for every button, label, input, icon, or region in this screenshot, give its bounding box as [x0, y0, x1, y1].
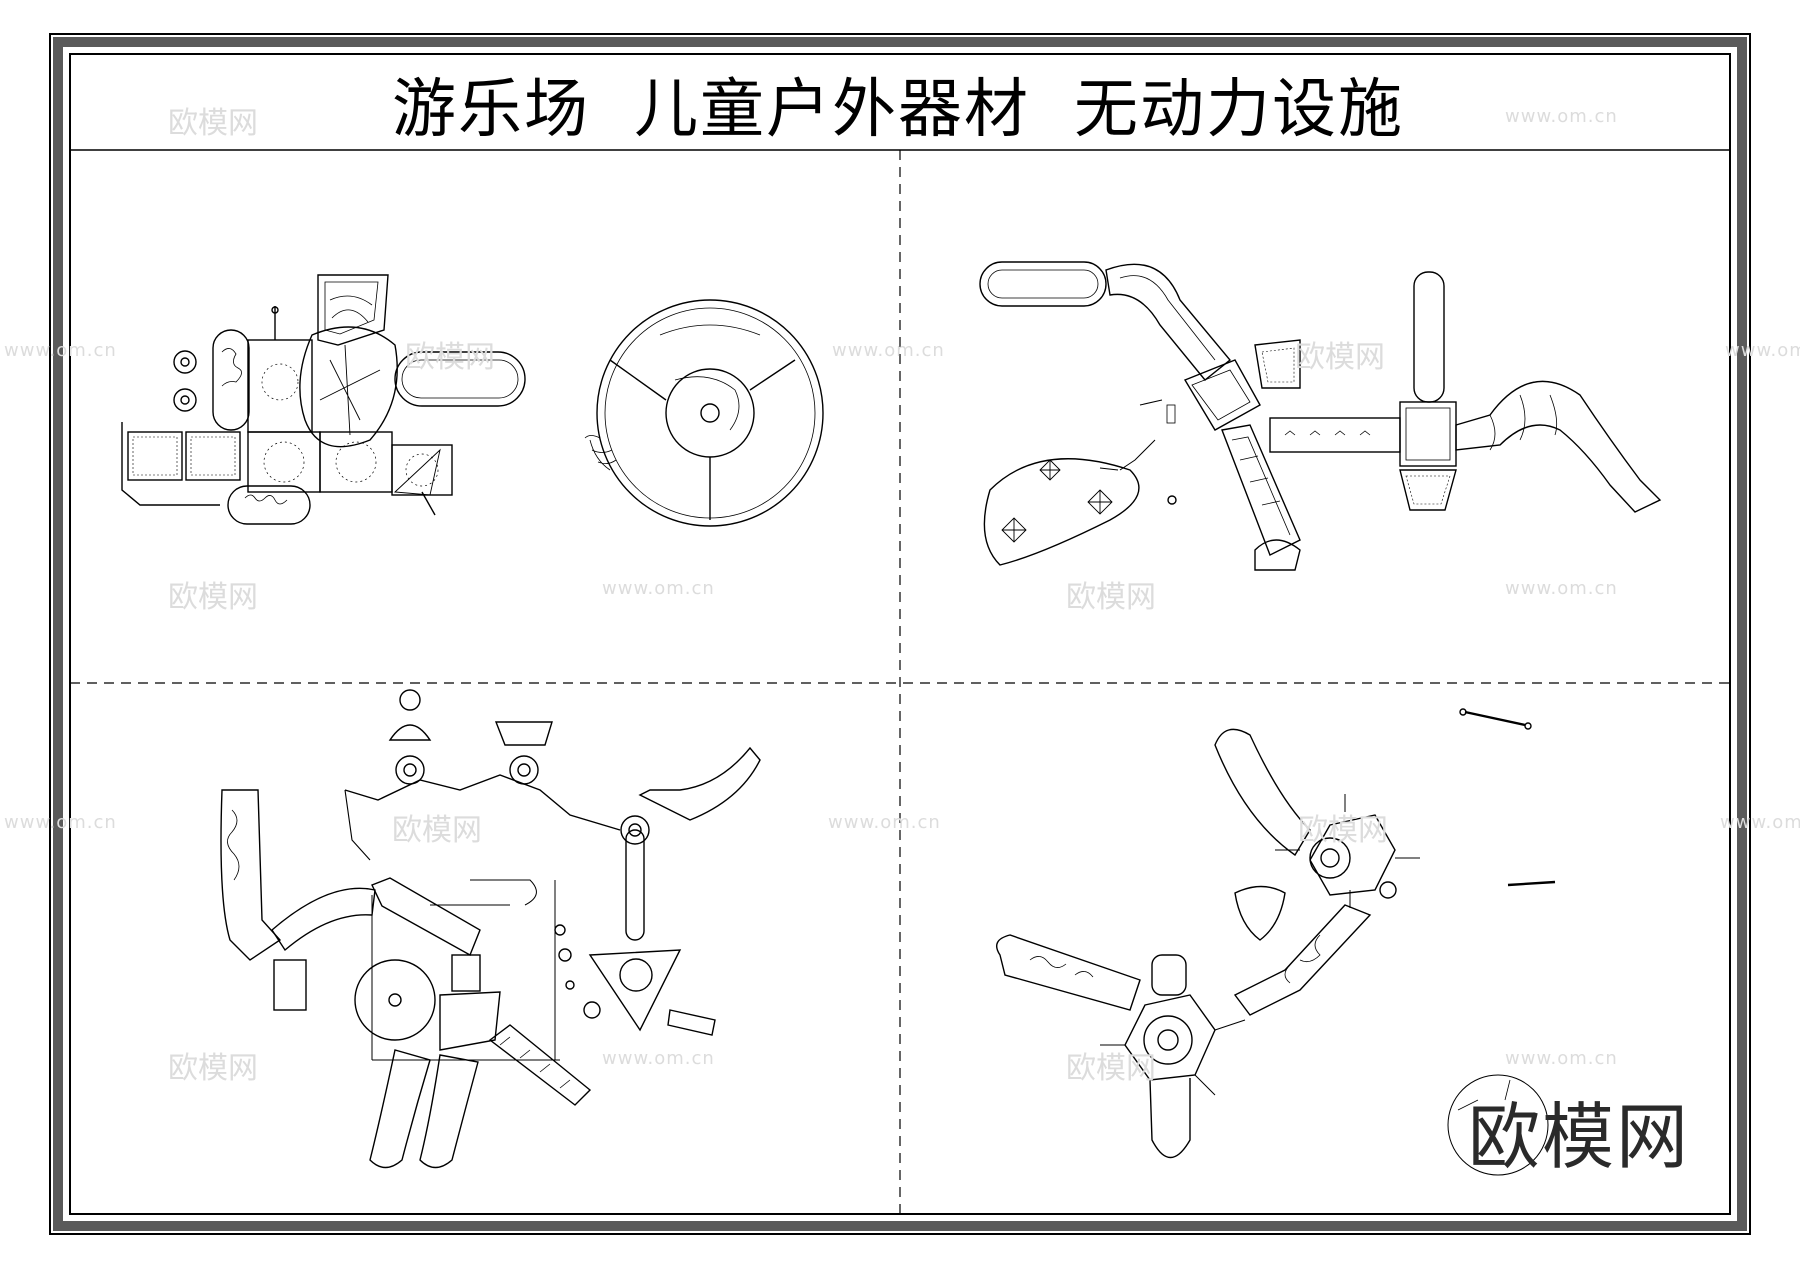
- watermark-url: www.om.cn: [1505, 106, 1618, 127]
- watermark-url: www.om.cn: [1720, 812, 1800, 833]
- watermark: 欧模网: [168, 106, 258, 141]
- watermark-url: www.om.cn: [828, 812, 941, 833]
- watermark-url: www.om.cn: [1505, 1048, 1618, 1069]
- watermark-url: www.om.cn: [602, 1048, 715, 1069]
- watermark: 欧模网: [168, 1051, 258, 1086]
- watermark: 欧模网: [1066, 580, 1156, 615]
- frame-band: [53, 37, 1747, 1231]
- watermark: 欧模网: [168, 580, 258, 615]
- watermark-url: www.om.cn: [602, 578, 715, 599]
- watermark: 欧模网: [1295, 340, 1385, 375]
- watermark-url: www.om.cn: [832, 340, 945, 361]
- watermark-url: www.om.cn: [1505, 578, 1618, 599]
- watermark-url: www.om.cn: [4, 812, 117, 833]
- watermark: 欧模网: [1298, 813, 1388, 848]
- title-part-playground: 游乐场: [392, 73, 590, 147]
- watermark: 欧模网: [405, 340, 495, 375]
- outer-border: [49, 33, 1751, 1235]
- playground-plan-top-right: [979, 261, 1662, 571]
- watermark-url: www.om.cn: [1725, 340, 1800, 361]
- watermark-url: www.om.cn: [4, 340, 117, 361]
- title-part-outdoor-equipment: 儿童户外器材: [634, 73, 1030, 147]
- playground-plan-bottom-left: [220, 689, 761, 1169]
- brand-logo-text: 欧模网: [1468, 1095, 1691, 1179]
- drawing-title: 游乐场 儿童户外器材 无动力设施: [70, 58, 1726, 150]
- playground-plan-bottom-right: [996, 708, 1556, 1176]
- title-part-unpowered-facilities: 无动力设施: [1074, 73, 1404, 147]
- playground-plan-top-left: [121, 274, 824, 527]
- watermark: 欧模网: [1066, 1051, 1156, 1086]
- watermark: 欧模网: [392, 813, 482, 848]
